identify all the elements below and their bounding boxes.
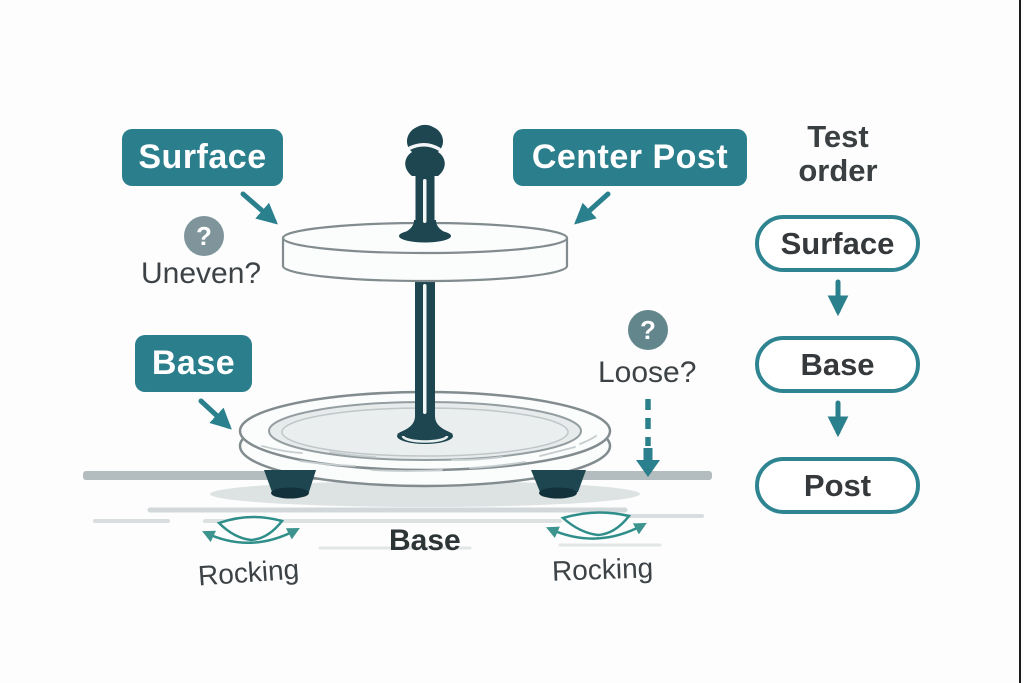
surface-tier	[281, 221, 569, 283]
rocking-right-icon	[546, 511, 647, 540]
surface-label: Surface	[122, 129, 283, 186]
center-post-label: Center Post	[513, 129, 747, 186]
loose-dashed-arrow-icon	[636, 399, 660, 477]
rocking-left-icon	[202, 515, 300, 544]
flow-step-surface: Surface	[755, 215, 920, 272]
uneven-question-text: Uneven?	[141, 257, 262, 290]
base-caption: Base	[389, 524, 461, 557]
loose-question-text: Loose?	[598, 356, 697, 389]
base-label: Base	[135, 335, 252, 392]
flow-step-base: Base	[755, 336, 920, 393]
surface-arrow-icon	[240, 191, 278, 225]
flow-step-post: Post	[755, 457, 920, 514]
base-foot-icon	[264, 470, 586, 499]
rocking-right-caption: Rocking	[551, 552, 654, 587]
pointer-arrows	[198, 191, 611, 430]
center-post-lower	[397, 274, 453, 444]
center-post-upper	[399, 124, 451, 243]
finial-icon	[405, 124, 445, 176]
flow-title: Test order	[798, 119, 878, 189]
uneven-question-icon: ?	[184, 216, 224, 256]
loose-question-icon: ?	[628, 310, 668, 350]
base-arrow-icon	[198, 398, 232, 430]
image-right-border	[1019, 0, 1021, 683]
center-post-arrow-icon	[574, 191, 611, 225]
